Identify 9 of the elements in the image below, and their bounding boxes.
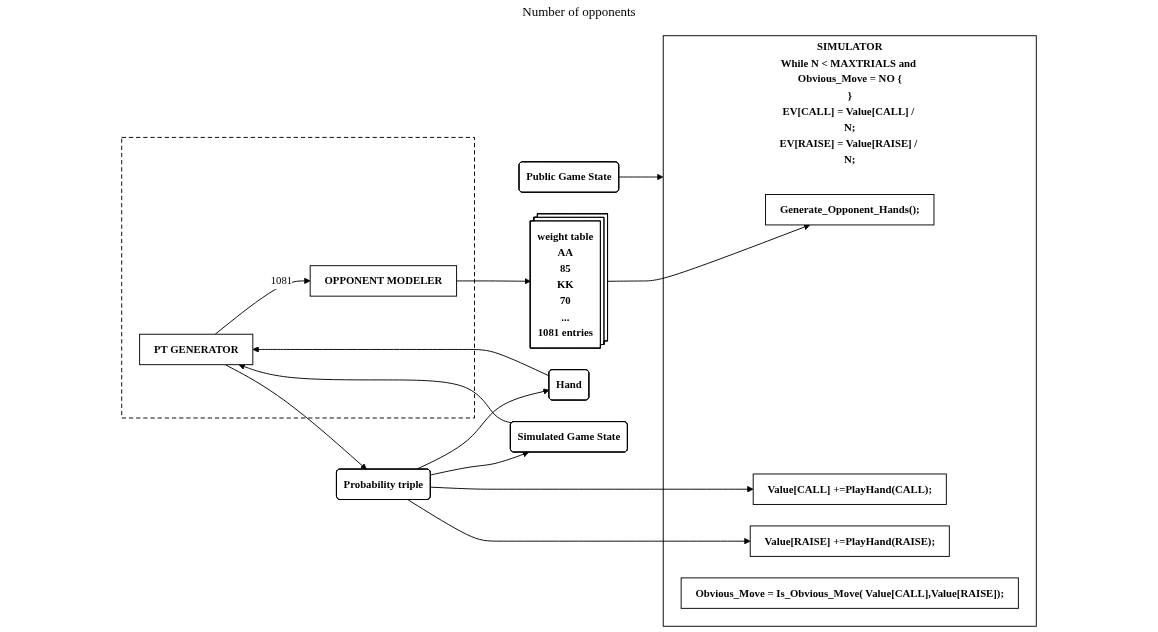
note-text: Number of opponents — [522, 4, 636, 19]
node-box: PT GENERATOR — [139, 333, 254, 366]
node-box: Obvious_Move = Is_Obvious_Move( Value[CALL],Value[RAISE]); — [680, 577, 1019, 609]
node-box: Value[RAISE] +=PlayHand(RAISE); — [749, 525, 950, 557]
node-box: OPPONENT MODELER — [309, 265, 458, 297]
edge-label: 1081 — [270, 275, 293, 287]
node-box: Generate_Opponent_Hands(); — [765, 194, 935, 226]
cluster — [121, 136, 475, 419]
node-box: Value[CALL] +=PlayHand(CALL); — [752, 473, 947, 505]
